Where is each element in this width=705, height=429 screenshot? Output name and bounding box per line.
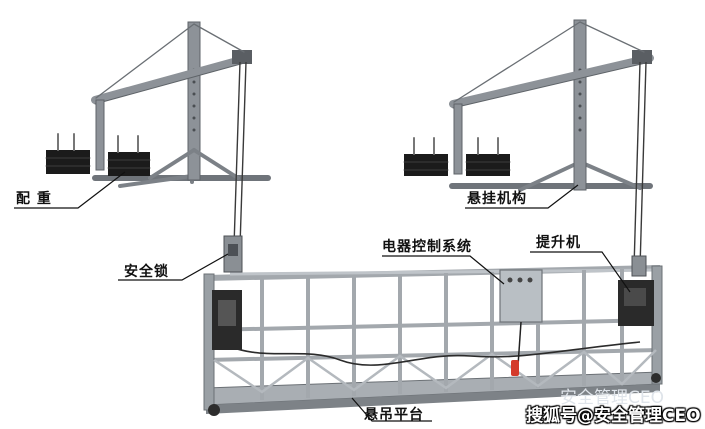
- watermark-main: 搜狐号@安全管理CEO: [526, 406, 701, 426]
- label-electric-control-system: 电器控制系统: [382, 239, 472, 255]
- right-suspension-mechanism: [403, 19, 654, 192]
- electric-control-box-icon: [499, 269, 543, 376]
- leader-lines: [14, 171, 631, 422]
- watermark-faint: 安全管理CEO: [560, 388, 664, 408]
- safety-lock-icon: [223, 235, 243, 273]
- label-hoist: 提升机: [536, 235, 581, 251]
- label-suspension-mechanism: 悬挂机构: [467, 191, 527, 207]
- wire-ropes: [233, 61, 647, 269]
- right-counterweight-group: [403, 137, 511, 176]
- label-safety-lock: 安全锁: [124, 264, 169, 280]
- left-counterweight-group: [45, 133, 151, 176]
- label-counterweight: 配 重: [16, 191, 52, 207]
- left-suspension-mechanism: [45, 21, 271, 188]
- label-suspended-platform: 悬吊平台: [364, 407, 424, 423]
